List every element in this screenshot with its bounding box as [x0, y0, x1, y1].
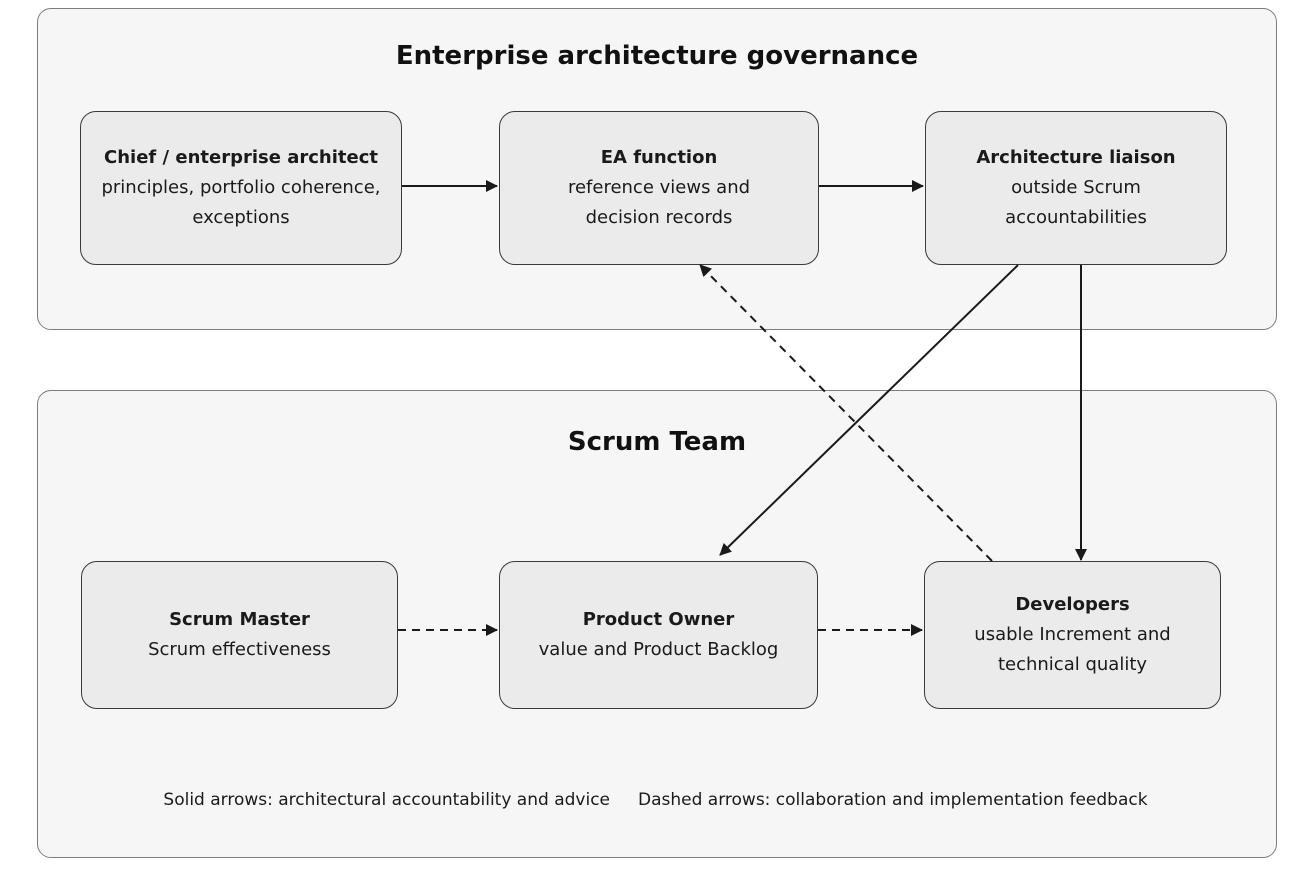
node-ea-function-line1: reference views and: [567, 177, 751, 198]
node-product-owner-title: Product Owner: [582, 609, 735, 630]
node-product-owner: Product Owner value and Product Backlog: [499, 561, 818, 709]
legend-dashed: Dashed arrows: collaboration and impleme…: [638, 790, 1148, 810]
node-product-owner-line1: value and Product Backlog: [538, 639, 779, 660]
node-scrum-master: Scrum Master Scrum effectiveness: [81, 561, 398, 709]
node-developers-line2: technical quality: [997, 654, 1148, 675]
node-ea-function-title: EA function: [600, 147, 718, 168]
node-chief-architect: Chief / enterprise architect principles,…: [80, 111, 402, 265]
node-architecture-liaison-title: Architecture liaison: [976, 147, 1176, 168]
node-chief-architect-title: Chief / enterprise architect: [104, 147, 378, 168]
node-chief-architect-line1: principles, portfolio coherence,: [101, 177, 381, 198]
governance-group-title: Enterprise architecture governance: [395, 41, 919, 71]
node-developers-title: Developers: [1015, 594, 1130, 615]
scrum-team-group-title: Scrum Team: [567, 427, 747, 457]
node-ea-function: EA function reference views and decision…: [499, 111, 819, 265]
node-chief-architect-line2: exceptions: [192, 207, 290, 228]
node-ea-function-line2: decision records: [585, 207, 733, 228]
node-developers: Developers usable Increment and technica…: [924, 561, 1221, 709]
node-architecture-liaison: Architecture liaison outside Scrum accou…: [925, 111, 1227, 265]
node-architecture-liaison-line2: accountabilities: [1005, 207, 1147, 228]
legend-solid: Solid arrows: architectural accountabili…: [163, 790, 610, 810]
legend: Solid arrows: architectural accountabili…: [0, 790, 1311, 810]
node-scrum-master-title: Scrum Master: [169, 609, 310, 630]
node-developers-line1: usable Increment and: [974, 624, 1171, 645]
node-scrum-master-line1: Scrum effectiveness: [148, 639, 331, 660]
node-architecture-liaison-line1: outside Scrum: [1011, 177, 1141, 198]
